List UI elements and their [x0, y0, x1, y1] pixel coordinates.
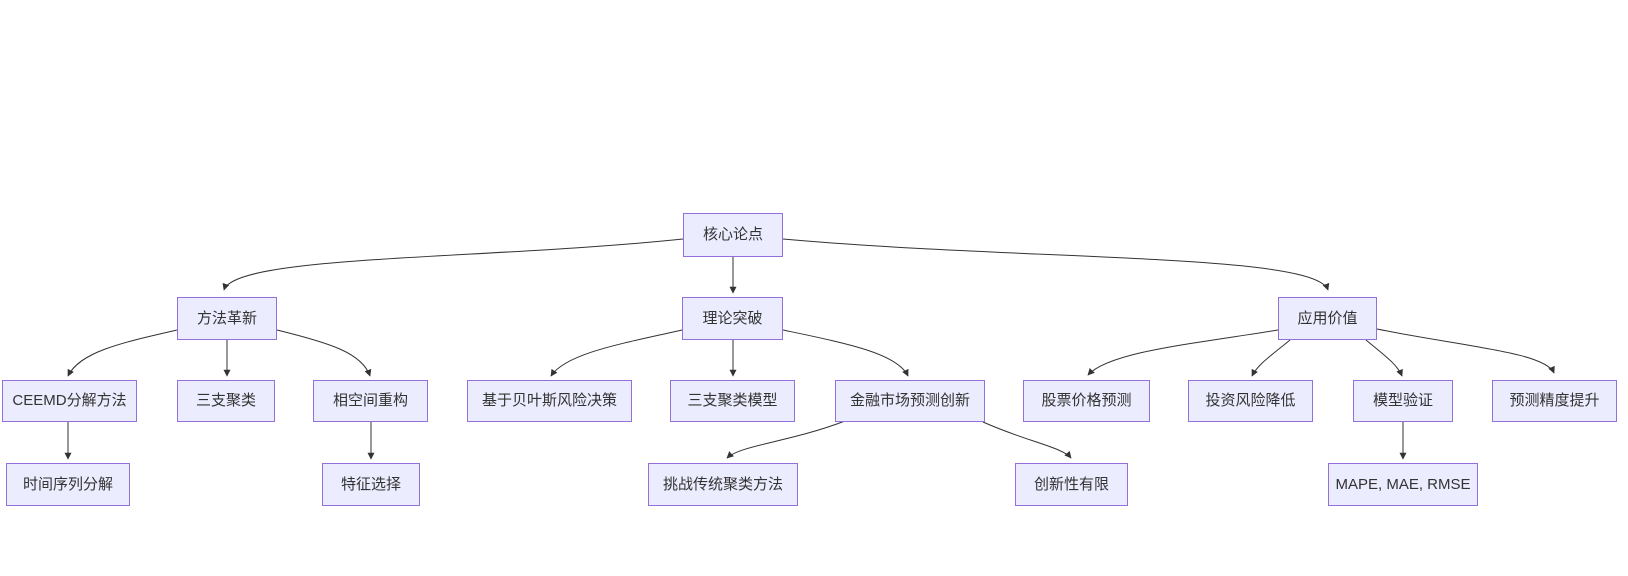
- flowchart-node-method-innovation: 方法革新: [177, 297, 277, 340]
- node-label: 预测精度提升: [1509, 392, 1600, 409]
- node-label: 挑战传统聚类方法: [662, 475, 783, 493]
- edge-application-value--stock-price-prediction: [1087, 329, 1279, 376]
- edge-theory-breakthrough--financial-market-prediction: [782, 329, 909, 377]
- flowchart-node-three-way-clustering: 三支聚类: [177, 380, 275, 422]
- flowchart-node-limited-innovation: 创新性有限: [1015, 463, 1128, 506]
- edge-application-value--prediction-accuracy-improvement: [1376, 328, 1555, 374]
- flowchart-node-three-way-clustering-model: 三支聚类模型: [670, 380, 795, 422]
- node-label: 核心论点: [702, 226, 763, 243]
- edge-theory-breakthrough--bayesian-risk-decision: [550, 329, 683, 377]
- flowchart-node-bayesian-risk-decision: 基于贝叶斯风险决策: [467, 380, 632, 422]
- node-label: 相空间重构: [332, 392, 408, 409]
- edge-financial-market-prediction--limited-innovation: [982, 421, 1072, 459]
- node-label: 三支聚类模型: [687, 392, 778, 409]
- node-label: 三支聚类: [195, 392, 256, 409]
- node-label: 基于贝叶斯风险决策: [481, 392, 617, 409]
- edge-method-innovation--ceemd-method: [67, 329, 178, 377]
- flowchart-node-model-validation: 模型验证: [1353, 380, 1453, 422]
- flowchart-node-investment-risk-reduction: 投资风险降低: [1188, 380, 1313, 422]
- flowchart-node-application-value: 应用价值: [1278, 297, 1377, 340]
- node-label: 模型验证: [1372, 392, 1433, 409]
- flowchart-node-challenge-traditional-clustering: 挑战传统聚类方法: [648, 463, 798, 506]
- node-label: 方法革新: [196, 309, 257, 327]
- node-label: 股票价格预测: [1041, 392, 1132, 409]
- node-label: 创新性有限: [1033, 475, 1109, 493]
- node-label: 金融市场预测创新: [849, 392, 970, 409]
- flowchart-node-stock-price-prediction: 股票价格预测: [1023, 380, 1150, 422]
- edge-core-thesis--method-innovation: [222, 238, 684, 291]
- flowchart-node-feature-selection: 特征选择: [322, 463, 420, 506]
- flowchart-node-time-series-decomposition: 时间序列分解: [6, 463, 130, 506]
- node-label: CEEMD分解方法: [12, 392, 127, 409]
- edge-application-value--investment-risk-reduction: [1251, 339, 1291, 377]
- flowchart-node-theory-breakthrough: 理论突破: [682, 297, 783, 340]
- node-label: 时间序列分解: [22, 475, 113, 493]
- edge-financial-market-prediction--challenge-traditional-clustering: [726, 420, 846, 459]
- flowchart-node-core-thesis: 核心论点: [683, 213, 783, 257]
- node-label: 应用价值: [1297, 309, 1358, 327]
- flowchart-node-financial-market-prediction: 金融市场预测创新: [835, 380, 985, 422]
- flowchart-node-prediction-accuracy-improvement: 预测精度提升: [1492, 380, 1617, 422]
- edge-method-innovation--phase-space-reconstruction: [276, 329, 372, 377]
- flowchart-node-ceemd-method: CEEMD分解方法: [2, 380, 137, 422]
- node-label: MAPE, MAE, RMSE: [1335, 475, 1471, 493]
- node-label: 特征选择: [340, 475, 401, 493]
- flowchart-node-phase-space-reconstruction: 相空间重构: [313, 380, 428, 422]
- edge-application-value--model-validation: [1365, 339, 1403, 377]
- edge-core-thesis--application-value: [782, 238, 1330, 291]
- flowchart-node-evaluation-metrics: MAPE, MAE, RMSE: [1328, 463, 1478, 506]
- node-label: 理论突破: [702, 309, 763, 327]
- node-label: 投资风险降低: [1205, 392, 1296, 409]
